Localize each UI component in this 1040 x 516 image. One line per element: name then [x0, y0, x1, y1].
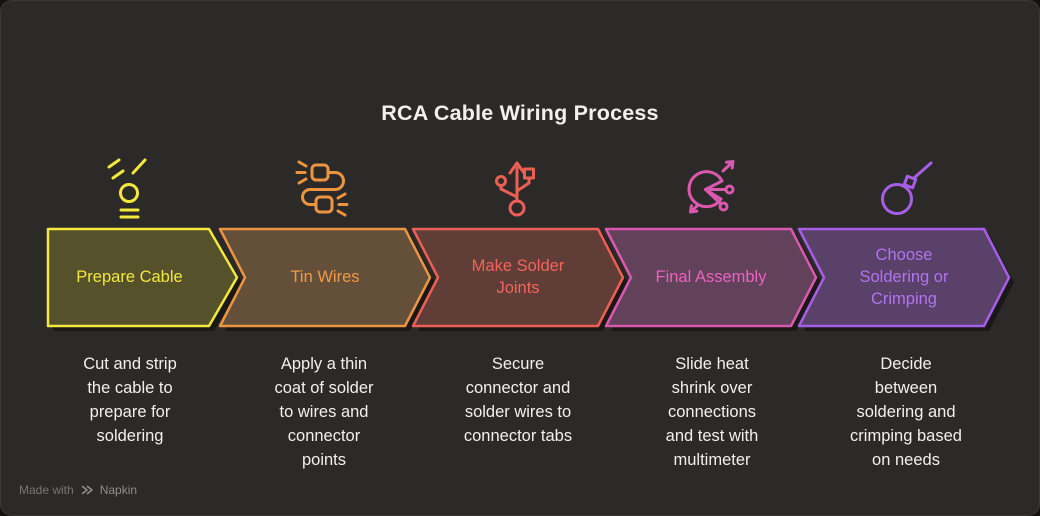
chevron-step-3: [411, 227, 628, 331]
chevron-step-5: [797, 227, 1014, 331]
chevron-step-2: [218, 227, 435, 331]
chevron-step-4: [604, 227, 821, 331]
rotate-nodes-icon: [678, 156, 744, 222]
cable-plugs-icon: [290, 156, 356, 222]
step-description-5: Decide between soldering and crimping ba…: [850, 355, 962, 469]
usb-connector-icon: [484, 156, 550, 222]
made-with-label: Made with: [19, 483, 74, 497]
wire-strip-sparks-icon: [96, 156, 162, 222]
footer-credit: Made with Napkin: [19, 483, 137, 497]
step-description-1: Cut and strip the cable to prepare for s…: [83, 355, 177, 445]
step-description-3: Secure connector and solder wires to con…: [463, 355, 573, 445]
chevron-step-1: [46, 227, 242, 331]
cable-tie-icon: [872, 156, 938, 222]
page-title: RCA Cable Wiring Process: [381, 101, 659, 125]
napkin-brand-label: Napkin: [99, 483, 138, 497]
napkin-logo-icon: [81, 485, 93, 495]
step-description-4: Slide heat shrink over connections and t…: [665, 355, 759, 469]
step-description-2: Apply a thin coat of solder to wires and…: [274, 355, 374, 469]
